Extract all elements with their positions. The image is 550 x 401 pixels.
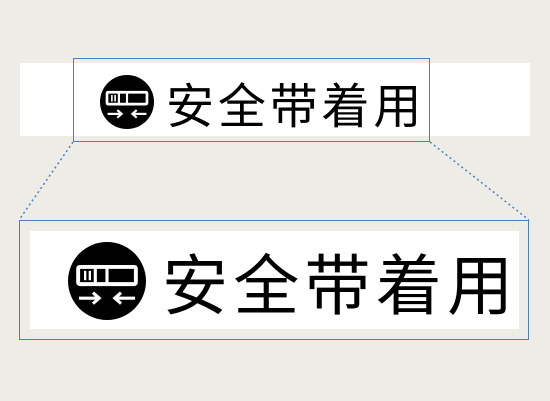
zoomed-sign: 安全带着用 (68, 242, 518, 325)
zoomed-panel-canvas: 安全带着用 (30, 231, 519, 329)
zoomed-sign-text: 安全带着用 (162, 248, 519, 325)
sign-text: 安全带着用 (166, 79, 426, 131)
original-sign: 安全带着用 (100, 73, 437, 131)
zoom-selection-box (73, 58, 430, 142)
seatbelt-icon (100, 75, 154, 129)
zoomed-panel: 安全带着用 (19, 220, 529, 340)
seatbelt-icon (68, 242, 146, 320)
